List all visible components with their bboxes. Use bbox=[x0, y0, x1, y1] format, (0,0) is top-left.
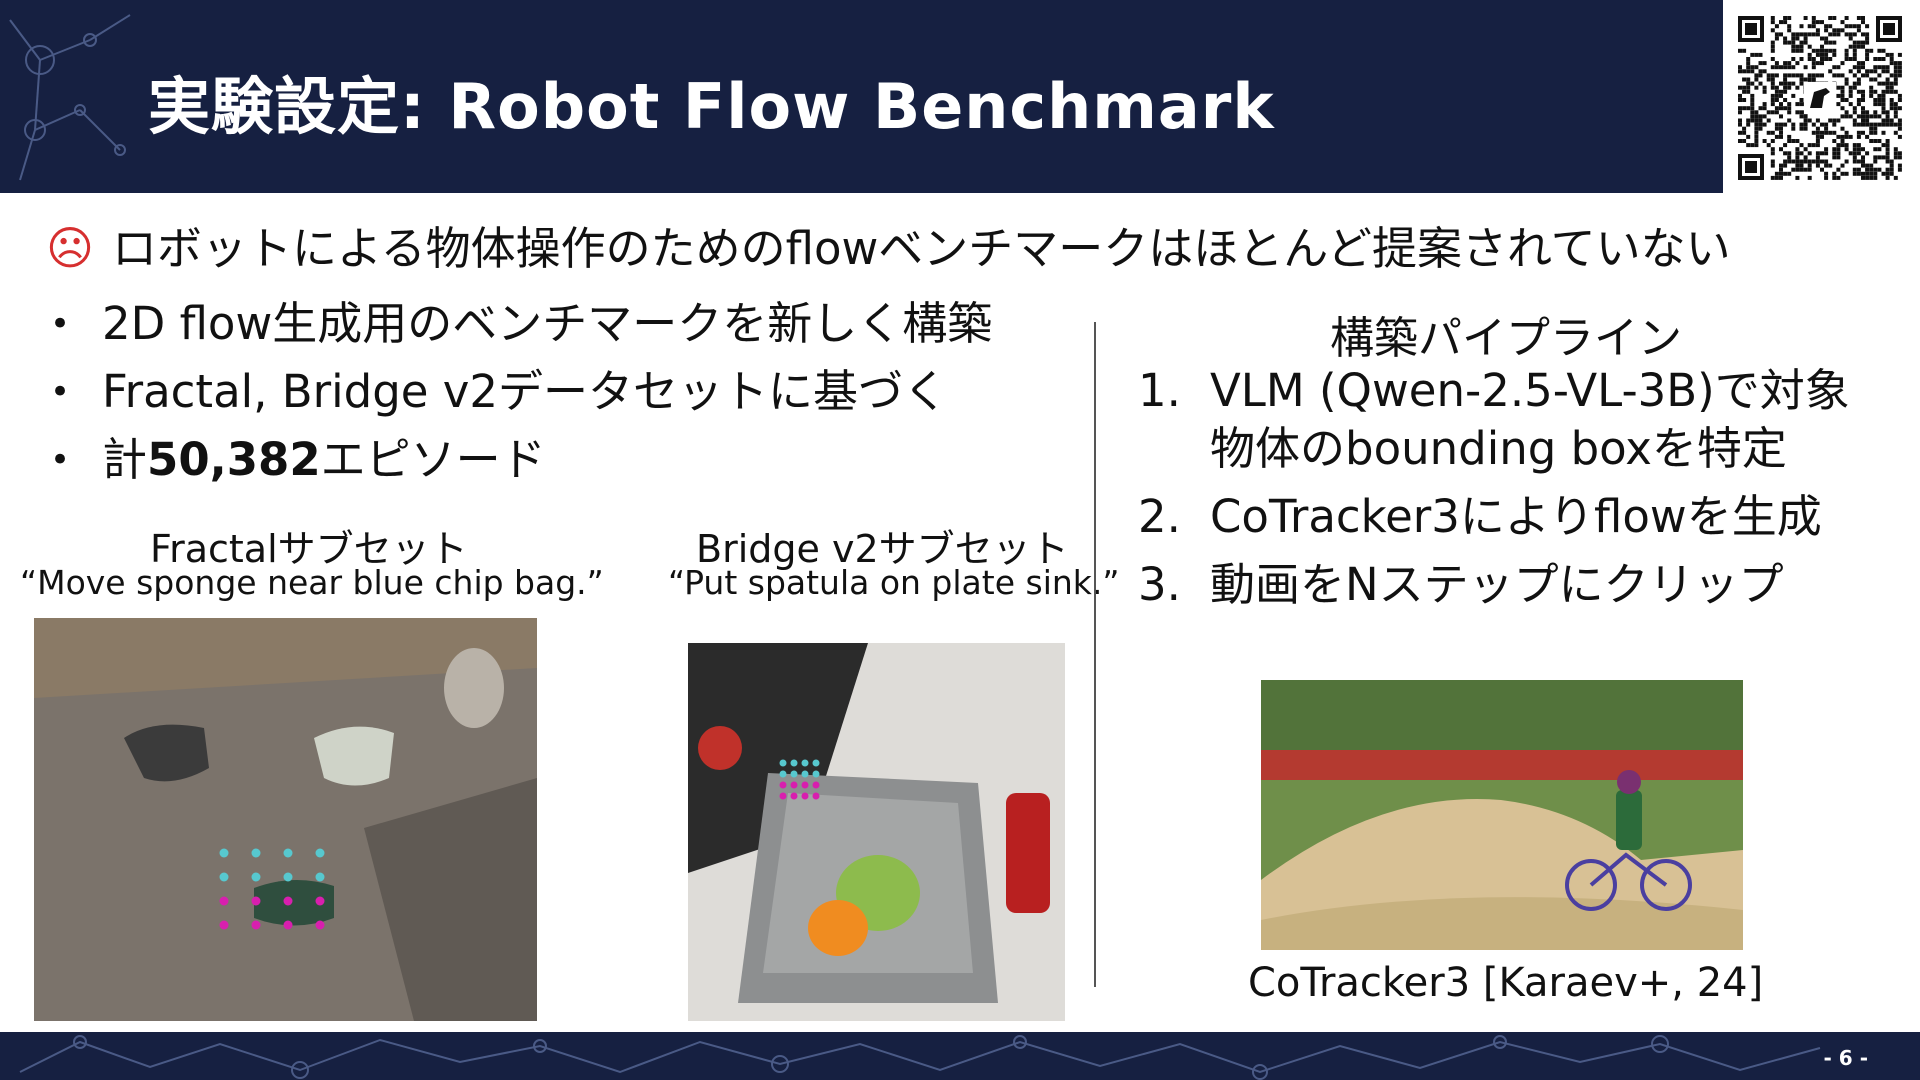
flow-point bbox=[779, 759, 787, 767]
pipeline-title: 構築パイプライン bbox=[1330, 313, 1682, 364]
qr-code[interactable] bbox=[1734, 12, 1906, 184]
bridge-example-image bbox=[688, 643, 1065, 1021]
pipeline-step: 2. CoTracker3によりflowを生成 bbox=[1138, 488, 1850, 546]
flow-point bbox=[283, 920, 293, 930]
bullet-suffix: エピソード bbox=[320, 433, 546, 486]
flow-point bbox=[283, 872, 293, 882]
sad-face-icon: ☹ bbox=[46, 221, 94, 275]
flow-point bbox=[779, 792, 787, 800]
bridge-subset-caption: “Put spatula on plate sink.” bbox=[668, 563, 1120, 602]
flow-point bbox=[219, 848, 229, 858]
footer-bar: - 6 - bbox=[0, 1032, 1920, 1080]
step-text: CoTracker3によりflowを生成 bbox=[1210, 490, 1822, 543]
problem-text: ロボットによる物体操作のためのflowベンチマークはほとんど提案されていない bbox=[111, 222, 1731, 275]
bullet-dot: • bbox=[50, 304, 71, 344]
bullet-dot: • bbox=[50, 372, 71, 412]
step-number: 2. bbox=[1138, 490, 1181, 543]
fractal-example-image bbox=[34, 618, 537, 1021]
flow-point bbox=[801, 792, 809, 800]
bullet-text: Fractal, Bridge v2データセットに基づく bbox=[102, 365, 949, 418]
fractal-subset-title: Fractalサブセット bbox=[150, 527, 468, 571]
step-text-continued: 物体のbounding boxを特定 bbox=[1210, 422, 1787, 475]
flow-point bbox=[251, 920, 261, 930]
flow-point bbox=[790, 759, 798, 767]
flow-point bbox=[283, 896, 293, 906]
header-bar: 実験設定: Robot Flow Benchmark bbox=[0, 0, 1723, 193]
step-number: 1. bbox=[1138, 364, 1181, 417]
flow-point bbox=[219, 872, 229, 882]
bullet-item: • Fractal, Bridge v2データセットに基づく bbox=[50, 358, 992, 426]
flow-point bbox=[812, 781, 820, 789]
flow-point bbox=[801, 759, 809, 767]
bullet-dot: • bbox=[50, 440, 71, 480]
cotracker-example-image bbox=[1261, 680, 1743, 950]
flow-point bbox=[219, 896, 229, 906]
page-number: - 6 - bbox=[1823, 1046, 1868, 1070]
problem-statement: ☹ ロボットによる物体操作のためのflowベンチマークはほとんど提案されていない bbox=[46, 212, 1731, 277]
flow-point bbox=[251, 848, 261, 858]
pipeline-steps: 1. VLM (Qwen-2.5-VL-3B)で対象 物体のbounding bo… bbox=[1138, 362, 1850, 624]
flow-point bbox=[812, 792, 820, 800]
bullet-item: • 2D flow生成用のベンチマークを新しく構築 bbox=[50, 290, 992, 358]
flow-point bbox=[283, 848, 293, 858]
bullet-text: 2D flow生成用のベンチマークを新しく構築 bbox=[102, 297, 993, 350]
flow-point bbox=[779, 781, 787, 789]
flow-point bbox=[790, 792, 798, 800]
network-decoration bbox=[19, 1035, 1821, 1080]
flow-point bbox=[219, 920, 229, 930]
bullet-item: • 計50,382エピソード bbox=[50, 426, 992, 494]
slide-title: 実験設定: Robot Flow Benchmark bbox=[148, 70, 1275, 143]
flow-point bbox=[790, 770, 798, 778]
flow-point bbox=[315, 896, 325, 906]
flow-point bbox=[812, 770, 820, 778]
bridge-subset-title: Bridge v2サブセット bbox=[696, 527, 1069, 571]
flow-point bbox=[779, 770, 787, 778]
column-divider bbox=[1094, 322, 1096, 987]
step-number: 3. bbox=[1138, 558, 1181, 611]
pipeline-step: 3. 動画をNステップにクリップ bbox=[1138, 556, 1850, 614]
fractal-subset-caption: “Move sponge near blue chip bag.” bbox=[20, 563, 604, 602]
flow-point bbox=[812, 759, 820, 767]
episode-count: 50,382 bbox=[147, 433, 321, 486]
flow-point bbox=[801, 781, 809, 789]
flow-point bbox=[801, 770, 809, 778]
pipeline-step: 1. VLM (Qwen-2.5-VL-3B)で対象 物体のbounding bo… bbox=[1138, 362, 1850, 478]
flow-point bbox=[315, 872, 325, 882]
step-text: 動画をNステップにクリップ bbox=[1210, 558, 1784, 611]
flow-point bbox=[251, 896, 261, 906]
flow-point bbox=[790, 781, 798, 789]
flow-point bbox=[251, 872, 261, 882]
step-text: VLM (Qwen-2.5-VL-3B)で対象 bbox=[1210, 364, 1850, 417]
flow-point bbox=[315, 848, 325, 858]
bullet-prefix: 計 bbox=[102, 433, 148, 486]
cotracker-citation: CoTracker3 [Karaev+, 24] bbox=[1248, 960, 1764, 1006]
flow-point bbox=[315, 920, 325, 930]
benchmark-bullets: • 2D flow生成用のベンチマークを新しく構築 • Fractal, Bridg… bbox=[50, 290, 992, 494]
network-decoration bbox=[9, 14, 131, 181]
